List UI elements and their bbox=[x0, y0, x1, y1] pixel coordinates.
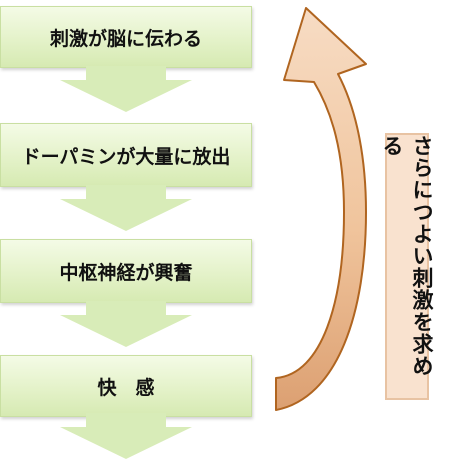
side-label-box: さらにつよい刺激を求める bbox=[380, 133, 434, 400]
step-box-cns: 中枢神経が興奮 bbox=[0, 239, 252, 303]
step-box-dopamine: ドーパミンが大量に放出 bbox=[0, 123, 252, 187]
step-label: 刺激が脳に伝わる bbox=[49, 27, 202, 50]
side-label-text: さらにつよい刺激を求める bbox=[380, 135, 434, 377]
step-box-stimulus: 刺激が脳に伝わる bbox=[0, 6, 252, 68]
down-arrow bbox=[60, 301, 192, 347]
step-label: 中枢神経が興奮 bbox=[59, 261, 193, 284]
step-box-pleasure: 快 感 bbox=[0, 355, 252, 417]
step-label: ドーパミンが大量に放出 bbox=[21, 145, 231, 168]
curved-return-arrow bbox=[275, 7, 367, 411]
down-arrow bbox=[60, 413, 192, 459]
down-arrow bbox=[60, 66, 192, 112]
down-arrow bbox=[60, 185, 192, 231]
step-label: 快 感 bbox=[97, 376, 155, 399]
